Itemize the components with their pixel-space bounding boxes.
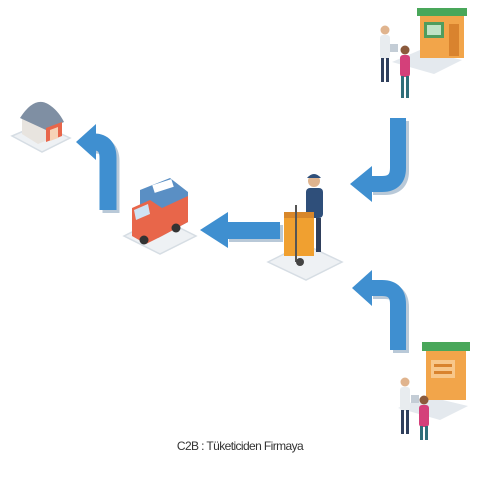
arrow-truck-to-warehouse — [76, 124, 111, 213]
arrow-shop-top-to-courier — [350, 118, 401, 202]
diagram-caption: C2B : Tüketiciden Firmaya — [0, 439, 480, 453]
delivery-truck-icon — [124, 178, 196, 254]
arrow-shop-bottom-to-courier — [352, 270, 401, 353]
warehouse-icon — [12, 102, 70, 152]
flow-diagram-canvas — [0, 0, 480, 440]
arrow-courier-to-truck — [200, 212, 283, 248]
